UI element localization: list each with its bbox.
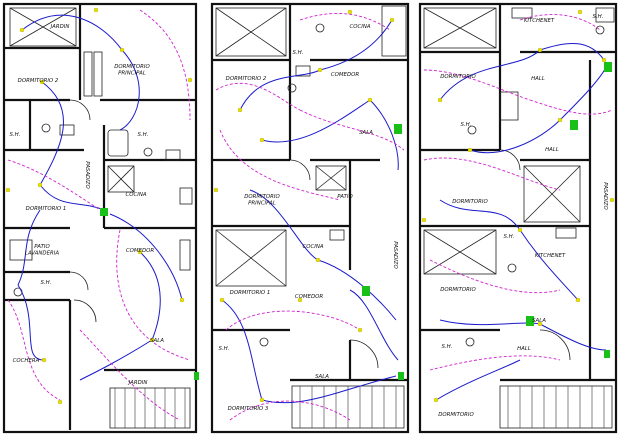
room-label: PATIO <box>337 194 353 200</box>
room-label: COMEDOR <box>126 248 154 254</box>
outlets-3 <box>421 9 615 403</box>
room-label: DORMITORIO 2 <box>18 78 59 84</box>
outlets-2 <box>213 9 395 403</box>
room-label: S.H. <box>138 132 149 138</box>
room-label: PASADIZO <box>602 182 608 210</box>
outlets-1 <box>5 7 193 405</box>
room-label: KITCHENET <box>524 18 555 24</box>
room-label: HALL <box>545 147 559 153</box>
room-label: DORMITORIO 1 <box>26 206 67 212</box>
floor-plan-1 <box>2 2 199 434</box>
floor-plan-3 <box>418 2 618 434</box>
room-label: DORMITORIO 3 <box>228 406 269 412</box>
room-label: COMEDOR <box>295 294 323 300</box>
stairs-1 <box>109 387 191 429</box>
room-label: COCHERA <box>13 358 40 364</box>
stairs-3 <box>499 385 613 429</box>
room-label: S.H. <box>293 50 304 56</box>
room-label: COCINA <box>125 192 146 198</box>
room-label: S.H. <box>461 122 472 128</box>
room-label: JARDIN <box>128 380 148 386</box>
room-label: SALA <box>315 374 329 380</box>
room-label: HALL <box>517 346 531 352</box>
room-label: HALL <box>531 76 545 82</box>
room-label: S.H. <box>504 234 515 240</box>
room-label: PASADIZO <box>84 161 90 189</box>
room-label: COCINA <box>349 24 370 30</box>
room-label: DORMITORIO <box>440 74 476 80</box>
room-label: SALA <box>359 130 373 136</box>
room-label: PASADIZO <box>392 241 398 269</box>
room-label: S.H. <box>219 346 230 352</box>
room-label: DORMITORIO 1 <box>230 290 271 296</box>
room-label: DORMITORIO <box>438 412 474 418</box>
floor-plan-2 <box>210 2 410 434</box>
room-label: DORMITORIO 2 <box>226 76 267 82</box>
room-label: DORMITORIO <box>452 199 488 205</box>
stairs-2 <box>291 385 405 429</box>
room-label: S.H. <box>442 344 453 350</box>
room-label: SALA <box>150 338 164 344</box>
room-label: JARDIN <box>50 24 70 30</box>
room-label: S.H. <box>593 14 604 20</box>
room-label: COMEDOR <box>331 72 359 78</box>
room-label: S.H. <box>10 132 21 138</box>
room-label: COCINA <box>302 244 323 250</box>
room-label: DORMITORIO <box>440 287 476 293</box>
room-label: SALA <box>532 318 546 324</box>
room-label: S.H. <box>41 280 52 286</box>
room-label: KITCHENET <box>535 253 566 259</box>
